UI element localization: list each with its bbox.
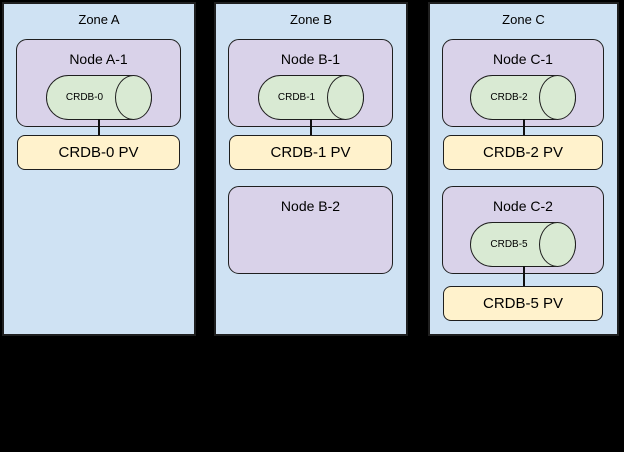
node-b2: Node B-2 [228, 186, 393, 274]
zone-b-title: Zone B [290, 12, 332, 27]
crdb-0-pv: CRDB-0 PV [17, 135, 180, 170]
cylinder-cap-icon [539, 222, 576, 267]
node-a1-title: Node A-1 [69, 51, 128, 67]
zone-c: Zone C Node C-1 CRDB-2 CRDB-2 PV Node C-… [428, 2, 619, 336]
crdb-1-pv: CRDB-1 PV [229, 135, 392, 170]
crdb-2-pv: CRDB-2 PV [443, 135, 603, 170]
crdb-0-label: CRDB-0 [65, 92, 104, 103]
node-a1: Node A-1 CRDB-0 [16, 39, 181, 127]
zone-c-title: Zone C [502, 12, 545, 27]
cylinder-cap-icon [114, 75, 152, 120]
crdb-5-pv: CRDB-5 PV [443, 286, 603, 321]
connector-line [522, 119, 525, 135]
zone-a: Zone A Node A-1 CRDB-0 CRDB-0 PV [2, 2, 196, 336]
database-cylinder-icon: CRDB-0 [45, 75, 152, 120]
database-cylinder-icon: CRDB-1 [257, 75, 364, 120]
cylinder-cap-icon [539, 75, 576, 120]
cylinder-cap-icon [326, 75, 364, 120]
connector-line [98, 119, 100, 135]
node-c1-title: Node C-1 [493, 51, 553, 67]
node-b1-title: Node B-1 [280, 51, 341, 67]
database-cylinder-icon: CRDB-5 [470, 222, 576, 267]
node-c2: Node C-2 CRDB-5 [442, 186, 604, 274]
node-b2-title: Node B-2 [280, 198, 341, 214]
connector-line [310, 119, 312, 135]
crdb-2-label: CRDB-2 [490, 92, 528, 103]
zone-a-title: Zone A [78, 12, 120, 27]
crdb-1-label: CRDB-1 [277, 92, 316, 103]
node-c2-title: Node C-2 [493, 198, 553, 214]
database-cylinder-icon: CRDB-2 [470, 75, 576, 120]
connector-line [522, 266, 525, 286]
crdb-5-label: CRDB-5 [490, 239, 528, 250]
node-c1: Node C-1 CRDB-2 [442, 39, 604, 127]
node-b1: Node B-1 CRDB-1 [228, 39, 393, 127]
zone-b: Zone B Node B-1 CRDB-1 CRDB-1 PV Node B-… [214, 2, 408, 336]
